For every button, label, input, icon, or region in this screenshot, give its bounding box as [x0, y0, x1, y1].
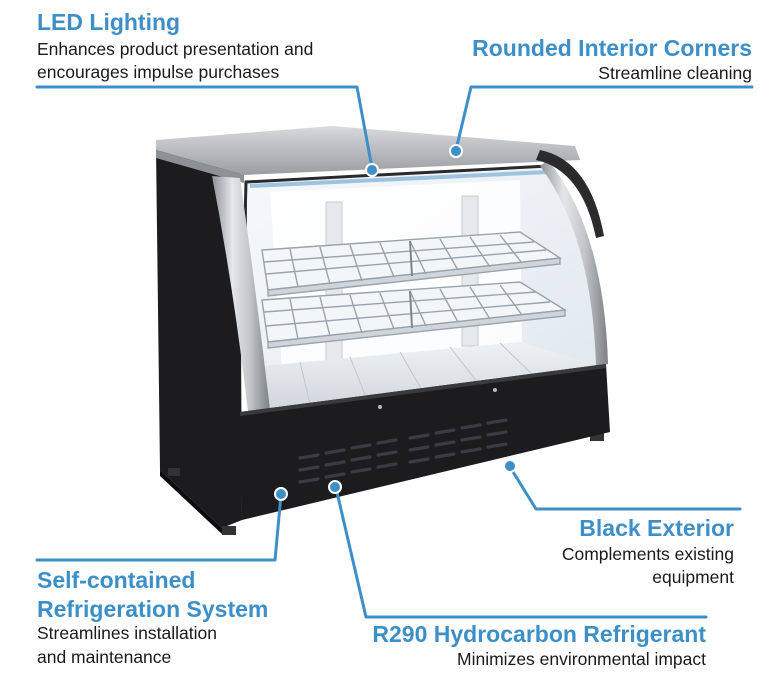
- refrigeration-desc-line2: and maintenance: [37, 647, 172, 667]
- exterior-desc-line1: Complements existing: [561, 544, 734, 564]
- led-marker-dot: [365, 163, 379, 177]
- corners-leader-line: [454, 85, 754, 152]
- refrigeration-marker-dot: [274, 487, 288, 501]
- led-desc-line1: Enhances product presentation and: [37, 39, 314, 59]
- exterior-title: Black Exterior: [579, 515, 734, 541]
- led-desc-line2: encourages impulse purchases: [37, 62, 280, 82]
- refrigeration-desc-line1: Streamlines installation: [37, 623, 217, 643]
- exterior-leader-line: [508, 465, 742, 511]
- corners-marker-dot: [449, 144, 463, 158]
- corners-desc-line1: Streamline cleaning: [598, 63, 752, 83]
- refrigeration-leader-line: [35, 493, 283, 562]
- exterior-marker-dot: [503, 459, 517, 473]
- refrigerant-leader-line: [334, 486, 708, 619]
- corners-title: Rounded Interior Corners: [472, 35, 752, 61]
- refrigeration-title-line1: Self-contained: [37, 567, 196, 593]
- refrigerated-display-case-image: [156, 126, 610, 535]
- refrigerant-marker-dot: [328, 480, 342, 494]
- refrigerant-desc-line1: Minimizes environmental impact: [457, 649, 706, 669]
- refrigeration-title-line2: Refrigeration System: [37, 596, 269, 622]
- led-title: LED Lighting: [37, 9, 181, 35]
- exterior-desc-line2: equipment: [652, 567, 734, 587]
- refrigerant-title: R290 Hydrocarbon Refrigerant: [372, 621, 706, 647]
- led-leader-line: [35, 85, 374, 170]
